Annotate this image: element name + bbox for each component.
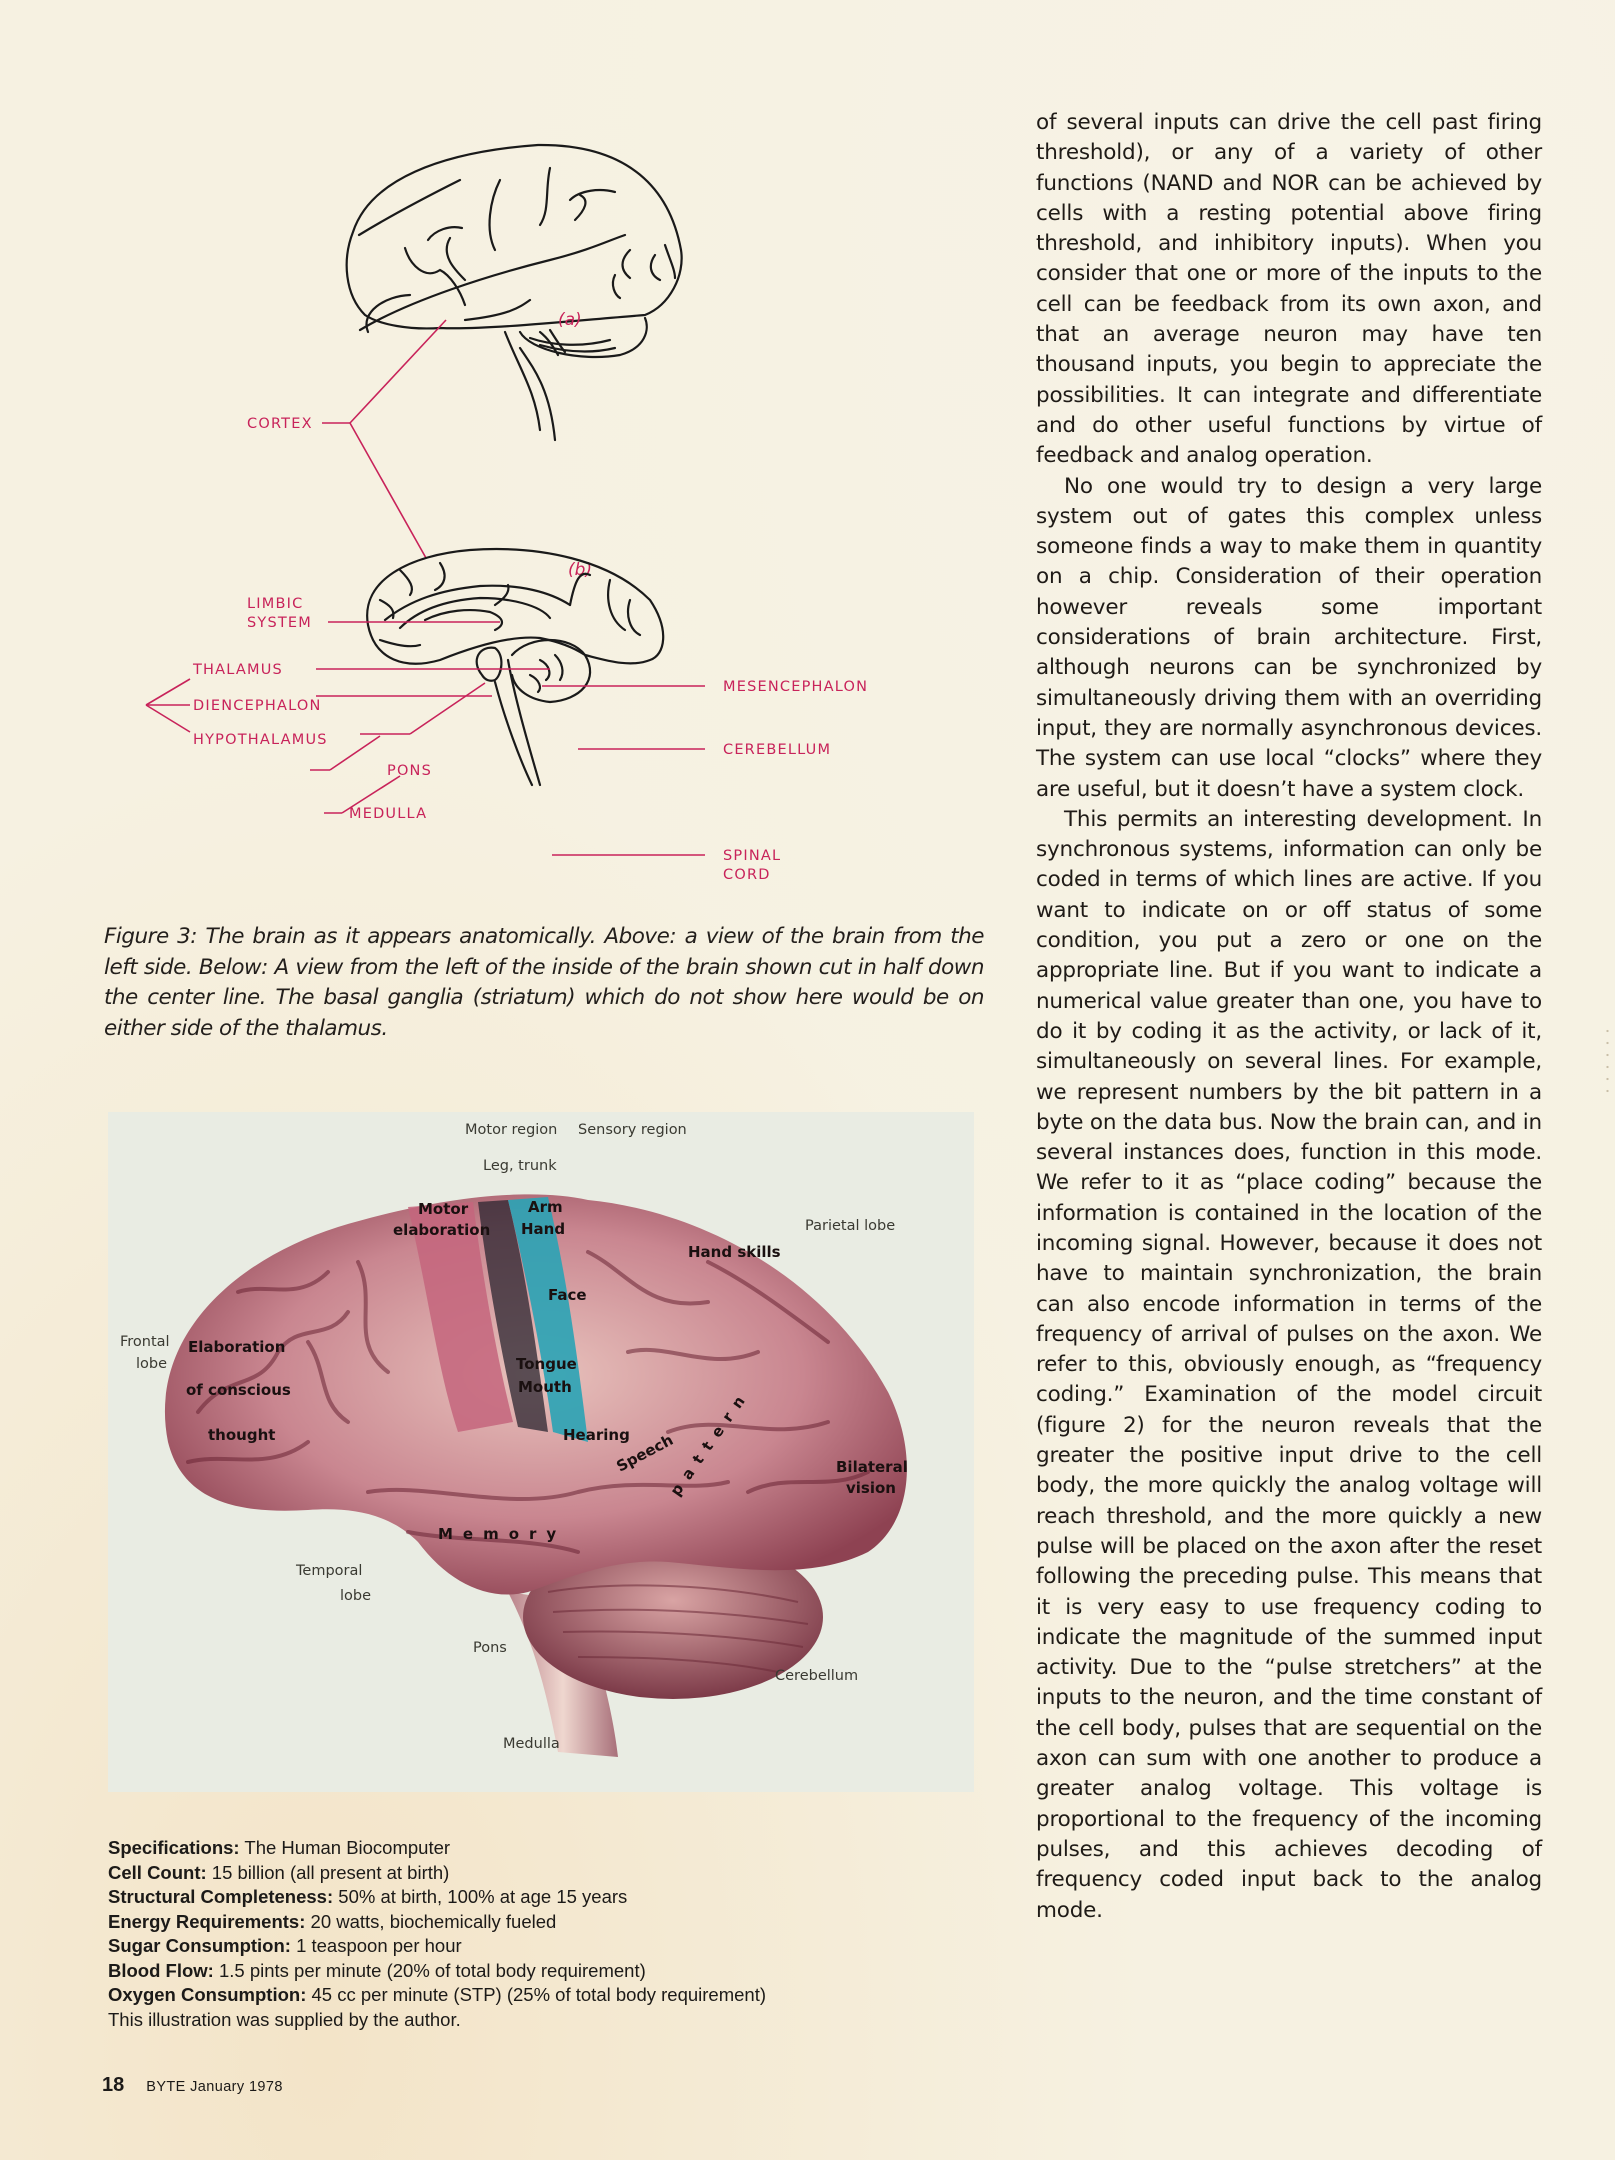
brain-regions-illustration: Motor region Sensory region Leg, trunk M…: [120, 1122, 908, 1757]
spec-key: Specifications:: [108, 1837, 240, 1858]
label-frontal-2: lobe: [136, 1356, 167, 1372]
article-column: of several inputs can drive the cell pas…: [1036, 108, 1542, 1926]
label-medulla: MEDULLA: [349, 806, 427, 822]
label-tongue: Tongue: [516, 1355, 577, 1373]
label-motor-elab-2: elaboration: [393, 1221, 490, 1239]
label-temporal-2: lobe: [340, 1588, 371, 1604]
label-bilateral-1: Bilateral: [836, 1458, 908, 1476]
label-spinal-1: SPINAL: [723, 848, 781, 864]
label-parietal-lobe: Parietal lobe: [805, 1218, 895, 1234]
magazine-issue: BYTE January 1978: [146, 2079, 283, 2095]
spec-row: Blood Flow: 1.5 pints per minute (20% of…: [108, 1959, 968, 1984]
label-elab-3: thought: [208, 1426, 275, 1444]
panel-b-label: (b): [568, 560, 592, 580]
panel-a-label: (a): [558, 310, 582, 330]
spec-key: Oxygen Consumption:: [108, 1984, 307, 2005]
label-face: Face: [548, 1286, 587, 1304]
label-elab-2: of conscious: [186, 1381, 291, 1399]
label-limbic-2: SYSTEM: [247, 615, 312, 631]
page-number: 18: [102, 2074, 125, 2096]
label-cortex: CORTEX: [247, 416, 313, 432]
label-mouth: Mouth: [518, 1378, 572, 1396]
page-footer: 18 BYTE January 1978: [102, 2074, 283, 2097]
brain-color-illustration: Motor region Sensory region Leg, trunk M…: [108, 1112, 974, 1792]
label-leg-trunk: Leg, trunk: [483, 1158, 557, 1174]
label-hearing: Hearing: [563, 1426, 630, 1444]
spec-value: 1.5 pints per minute (20% of total body …: [213, 1959, 646, 1981]
article-paragraph: of several inputs can drive the cell pas…: [1036, 110, 1542, 469]
spec-row: Structural Completeness: 50% at birth, 1…: [108, 1885, 968, 1910]
label-medulla-photo: Medulla: [503, 1736, 560, 1752]
label-spinal-2: CORD: [723, 867, 771, 883]
article-paragraph: This permits an interesting development.…: [1036, 806, 1542, 1923]
spec-key: Blood Flow:: [108, 1959, 214, 1981]
label-memory: Memory: [438, 1525, 566, 1543]
spec-key: Energy Requirements:: [108, 1910, 306, 1932]
spec-row: Energy Requirements: 20 watts, biochemic…: [108, 1910, 968, 1935]
spec-value: 20 watts, biochemically fueled: [305, 1910, 557, 1932]
brain-lateral-view-icon: [345, 143, 683, 442]
spec-key: Structural Completeness:: [108, 1886, 334, 1907]
spec-value: 1 teaspoon per hour: [290, 1935, 462, 1956]
label-hand: Hand: [521, 1220, 565, 1238]
label-arm: Arm: [528, 1198, 563, 1216]
label-limbic-1: LIMBIC: [247, 596, 303, 612]
spec-key: Cell Count:: [108, 1861, 207, 1883]
label-motor-elab-1: Motor: [418, 1200, 469, 1218]
spec-row: Oxygen Consumption: 45 cc per minute (ST…: [108, 1983, 968, 2008]
spec-value: 50% at birth, 100% at age 15 years: [333, 1886, 628, 1907]
spec-row: Sugar Consumption: 1 teaspoon per hour: [108, 1934, 968, 1959]
label-pons: PONS: [387, 763, 432, 779]
label-hypothalamus: HYPOTHALAMUS: [193, 732, 328, 748]
label-frontal-1: Frontal: [120, 1334, 170, 1350]
article-paragraph: No one would try to design a very large …: [1036, 473, 1542, 802]
page-edge-marks: [1606, 1025, 1609, 1095]
brain-line-drawing: CORTEX (a) (b): [145, 143, 868, 883]
label-elab-1: Elaboration: [188, 1338, 285, 1356]
label-cerebellum-photo: Cerebellum: [775, 1668, 858, 1684]
figure-3-caption: Figure 3: The brain as it appears anatom…: [104, 924, 985, 1041]
biocomputer-specifications: Specifications: The Human Biocomputer Ce…: [108, 1836, 968, 2032]
spec-value: 45 cc per minute (STP) (25% of total bod…: [306, 1984, 767, 2005]
label-temporal-1: Temporal: [295, 1563, 362, 1579]
label-mesencephalon: MESENCEPHALON: [723, 679, 868, 695]
spec-key: Sugar Consumption:: [108, 1935, 291, 1956]
label-hand-skills: Hand skills: [688, 1243, 781, 1261]
brain-medial-view-icon: [366, 547, 665, 787]
label-diencephalon: DIENCEPHALON: [193, 698, 322, 714]
spec-row: Specifications: The Human Biocomputer: [108, 1836, 968, 1861]
label-thalamus: THALAMUS: [192, 662, 283, 678]
spec-value: 15 billion (all present at birth): [206, 1861, 450, 1883]
label-sensory-region: Sensory region: [578, 1122, 687, 1138]
spec-value: The Human Biocomputer: [239, 1837, 451, 1858]
label-pons-photo: Pons: [473, 1640, 507, 1656]
label-motor-region: Motor region: [465, 1122, 557, 1138]
label-bilateral-2: vision: [846, 1479, 896, 1497]
illustration-credit: This illustration was supplied by the au…: [108, 2008, 461, 2030]
figure-3-diagram: CORTEX (a) (b): [110, 100, 1010, 900]
label-cerebellum: CEREBELLUM: [723, 742, 831, 758]
spec-row: Cell Count: 15 billion (all present at b…: [108, 1861, 968, 1886]
